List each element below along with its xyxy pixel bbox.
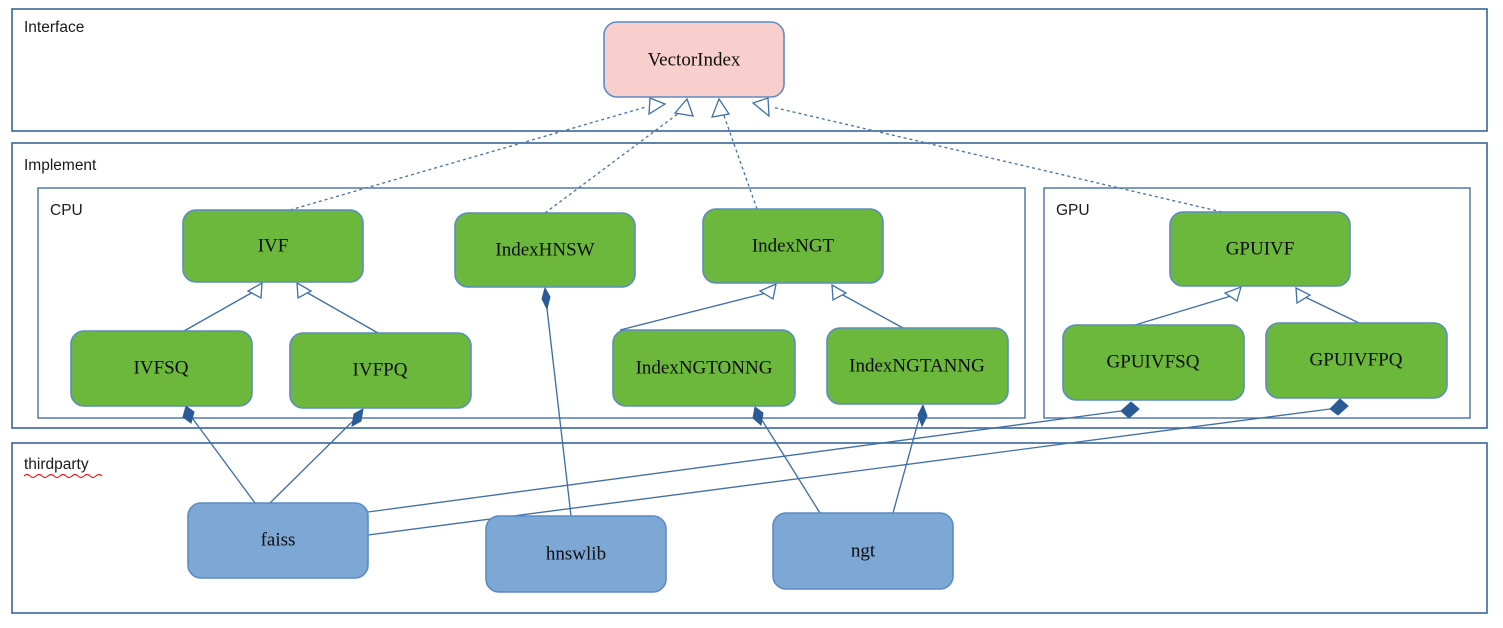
edge-gpuivfsq-inherits-gpuivf bbox=[1134, 285, 1242, 326]
node-hnswlib[interactable]: hnswlib bbox=[485, 515, 667, 593]
node-gpuivf-label: GPUIVF bbox=[1226, 238, 1295, 259]
edge-ngt-composes-indexngtanng bbox=[892, 403, 928, 514]
edge-faiss-composes-ivfpq bbox=[269, 408, 364, 504]
node-ivfpq-rect[interactable] bbox=[289, 332, 472, 409]
node-ivfsq-rect[interactable] bbox=[70, 330, 253, 407]
node-gpuivfsq-label: GPUIVFSQ bbox=[1107, 351, 1200, 372]
edge-gpuivfpq-inherits-gpuivf bbox=[1295, 286, 1360, 324]
node-indexngtonng-rect[interactable] bbox=[612, 329, 796, 407]
edge-faiss-composes-ivfsq bbox=[182, 405, 256, 504]
group-thirdparty-label: thirdparty bbox=[24, 456, 89, 473]
node-gpuivfpq-label: GPUIVFPQ bbox=[1310, 349, 1403, 370]
node-gpuivf[interactable]: GPUIVF bbox=[1169, 211, 1351, 287]
node-ivfsq[interactable]: IVFSQ bbox=[70, 330, 253, 407]
edge-indexngt-realizes-vectorindex bbox=[710, 97, 758, 210]
node-indexhnsw-label: IndexHNSW bbox=[495, 239, 594, 260]
node-indexngtanng[interactable]: IndexNGTANNG bbox=[826, 327, 1009, 405]
edge-ivfsq-inherits-ivf bbox=[183, 281, 263, 332]
node-vectorindex-rect[interactable] bbox=[603, 21, 785, 98]
node-indexngtonng[interactable]: IndexNGTONNG bbox=[612, 329, 796, 407]
node-indexngt[interactable]: IndexNGT bbox=[702, 208, 884, 284]
group-gpu-label: GPU bbox=[1056, 202, 1090, 219]
node-ivf-rect[interactable] bbox=[182, 209, 364, 283]
node-faiss-label: faiss bbox=[261, 529, 296, 550]
edge-hnswlib-composes-indexhnsw bbox=[541, 286, 572, 517]
node-ngt-label: ngt bbox=[851, 540, 876, 561]
edge-ivfpq-inherits-ivf bbox=[296, 281, 379, 334]
node-gpuivfpq-rect[interactable] bbox=[1265, 322, 1448, 399]
edge-indexngtonng-inherits-indexngt bbox=[619, 282, 777, 331]
edge-faiss-composes-gpuivfsq bbox=[367, 401, 1140, 513]
node-ngt[interactable]: ngt bbox=[772, 512, 954, 590]
group-implement-label: Implement bbox=[24, 157, 97, 174]
node-gpuivfpq[interactable]: GPUIVFPQ bbox=[1265, 322, 1448, 399]
node-ivfpq-label: IVFPQ bbox=[353, 359, 408, 380]
node-ivfpq[interactable]: IVFPQ bbox=[289, 332, 472, 409]
edge-indexngtanng-inherits-indexngt bbox=[831, 283, 904, 329]
node-vectorindex-label: VectorIndex bbox=[648, 49, 741, 70]
edge-ngt-composes-indexngtonng bbox=[752, 406, 821, 514]
node-indexngtanng-rect[interactable] bbox=[826, 327, 1009, 405]
node-gpuivfsq-rect[interactable] bbox=[1062, 324, 1245, 401]
node-faiss[interactable]: faiss bbox=[187, 502, 369, 579]
group-cpu-label: CPU bbox=[50, 202, 83, 219]
node-ngt-rect[interactable] bbox=[772, 512, 954, 590]
edge-faiss-composes-gpuivfpq bbox=[367, 398, 1349, 536]
node-hnswlib-label: hnswlib bbox=[546, 543, 606, 564]
edge-ivf-realizes-vectorindex bbox=[289, 97, 667, 211]
node-indexhnsw[interactable]: IndexHNSW bbox=[454, 212, 636, 288]
edge-indexhnsw-realizes-vectorindex bbox=[544, 97, 694, 214]
group-interface-label: Interface bbox=[24, 19, 84, 36]
node-gpuivf-rect[interactable] bbox=[1169, 211, 1351, 287]
node-gpuivfsq[interactable]: GPUIVFSQ bbox=[1062, 324, 1245, 401]
node-hnswlib-rect[interactable] bbox=[485, 515, 667, 593]
node-indexngt-label: IndexNGT bbox=[752, 235, 835, 256]
node-faiss-rect[interactable] bbox=[187, 502, 369, 579]
node-ivf[interactable]: IVF bbox=[182, 209, 364, 283]
node-indexngtanng-label: IndexNGTANNG bbox=[849, 355, 985, 376]
node-vectorindex[interactable]: VectorIndex bbox=[603, 21, 785, 98]
node-indexngtonng-label: IndexNGTONNG bbox=[636, 357, 773, 378]
spellcheck-underline-icon bbox=[23, 473, 103, 479]
node-ivf-label: IVF bbox=[258, 235, 289, 256]
node-ivfsq-label: IVFSQ bbox=[134, 357, 189, 378]
node-indexngt-rect[interactable] bbox=[702, 208, 884, 284]
node-indexhnsw-rect[interactable] bbox=[454, 212, 636, 288]
edge-gpuivf-realizes-vectorindex bbox=[751, 97, 1223, 213]
